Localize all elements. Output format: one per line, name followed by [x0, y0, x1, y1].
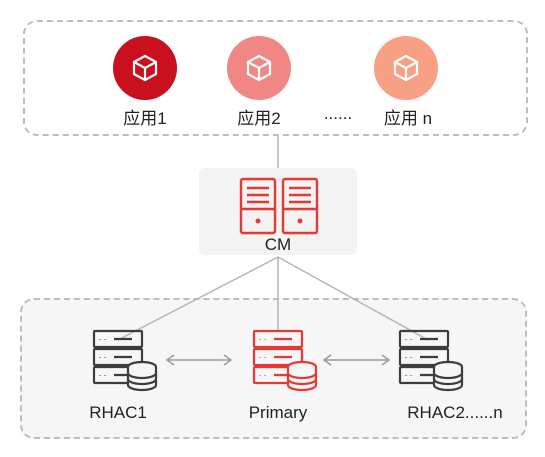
rhac1-db-icon: [92, 328, 160, 392]
rhac2-n-db-icon: [398, 328, 466, 392]
app-2-label: 应用2: [237, 109, 281, 128]
app-1-label: 应用1: [123, 109, 167, 128]
ellipsis-label: ......: [323, 104, 353, 123]
cm-server-icon: [239, 177, 319, 235]
primary-label: Primary: [248, 403, 308, 422]
app-1-icon: [113, 36, 177, 100]
app-n-label: 应用 n: [383, 109, 433, 128]
cm-label: CM: [264, 235, 292, 254]
primary-db-icon: [252, 328, 320, 392]
sync-arrow-right: [322, 354, 391, 366]
cm-box: [199, 168, 357, 255]
cm-to-rhac2-line: [277, 256, 429, 341]
sync-arrow-left: [165, 354, 233, 366]
app-n-icon: [374, 36, 438, 100]
rhac1-label: RHAC1: [89, 403, 147, 422]
rhac2-n-label: RHAC2......n: [407, 403, 503, 422]
cm-to-rhac1-line: [117, 256, 279, 341]
app-2-icon: [227, 36, 291, 100]
